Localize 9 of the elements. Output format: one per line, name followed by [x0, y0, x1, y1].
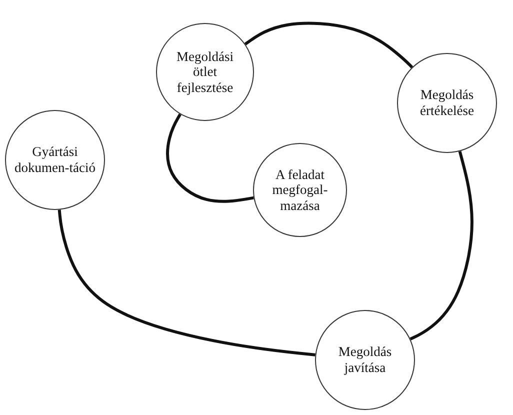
connector-line [244, 22, 414, 68]
connector-line [58, 210, 316, 356]
step-label: Megoldási ötlet fejlesztése [176, 48, 234, 96]
step-label: Gyártási dokumen-táció [14, 144, 96, 176]
connector-line [410, 150, 474, 340]
connector-line [166, 114, 254, 203]
step-label: Megoldás értékelése [419, 87, 475, 119]
step-label: Megoldás javítása [337, 344, 393, 376]
step-label: A feladat megfogal-mazása [271, 166, 329, 214]
